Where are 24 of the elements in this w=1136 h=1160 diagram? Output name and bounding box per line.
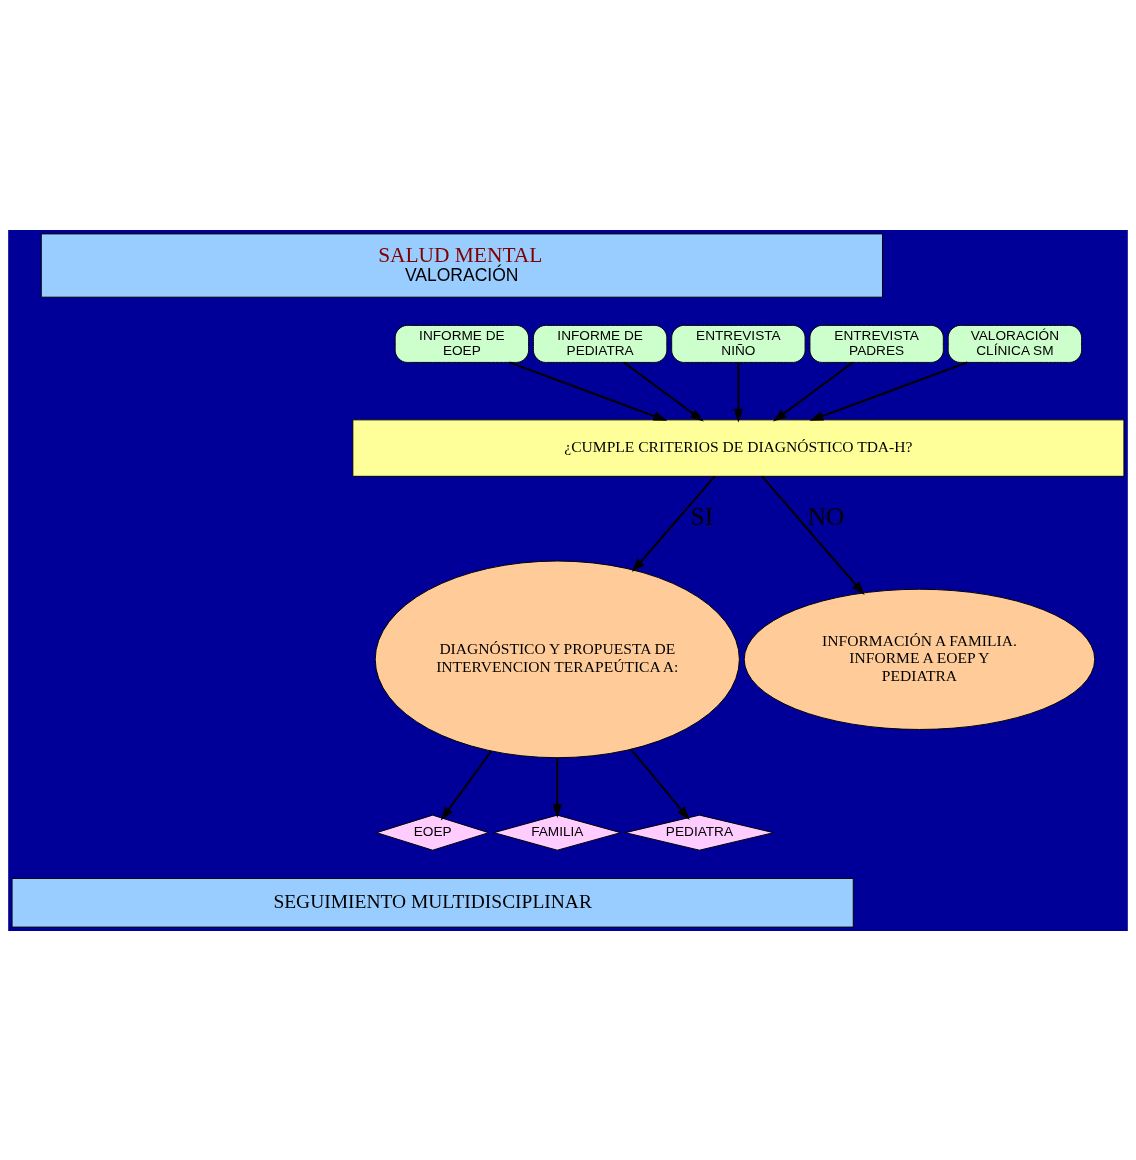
node-box: SEGUIMIENTO MULTIDISCIPLINAR	[11, 877, 854, 928]
arrow	[809, 361, 969, 421]
node-diamond: EOEP	[376, 814, 490, 851]
arrow	[772, 361, 854, 422]
node-ellipse: INFORMACIÓN A FAMILIA. INFORME A EOEP Y PEDIATRA	[743, 588, 1096, 730]
node-box: INFORME DE PEDIATRA	[532, 324, 668, 363]
arrow	[552, 756, 563, 818]
node-diamond: FAMILIA	[493, 814, 622, 851]
node-diamond: PEDIATRA	[624, 814, 774, 851]
arrow	[440, 749, 493, 820]
arrow	[630, 747, 690, 820]
arrow	[632, 474, 716, 572]
node-box: SALUD MENTAL VALORACIÓN	[40, 232, 883, 298]
edge-label: NO	[807, 501, 845, 530]
arrow	[761, 474, 865, 595]
node-box: ENTREVISTA PADRES	[809, 324, 944, 363]
edge-label: SI	[690, 501, 714, 530]
node-box: INFORME DE EOEP	[394, 324, 530, 363]
arrow	[733, 361, 744, 422]
arrow	[622, 361, 704, 422]
node-box: ENTREVISTA NIÑO	[671, 324, 806, 363]
node-box: VALORACIÓN CLÍNICA SM	[947, 324, 1083, 363]
arrow	[508, 361, 668, 421]
node-box: ¿CUMPLE CRITERIOS DE DIAGNÓSTICO TDA-H?	[352, 418, 1125, 477]
